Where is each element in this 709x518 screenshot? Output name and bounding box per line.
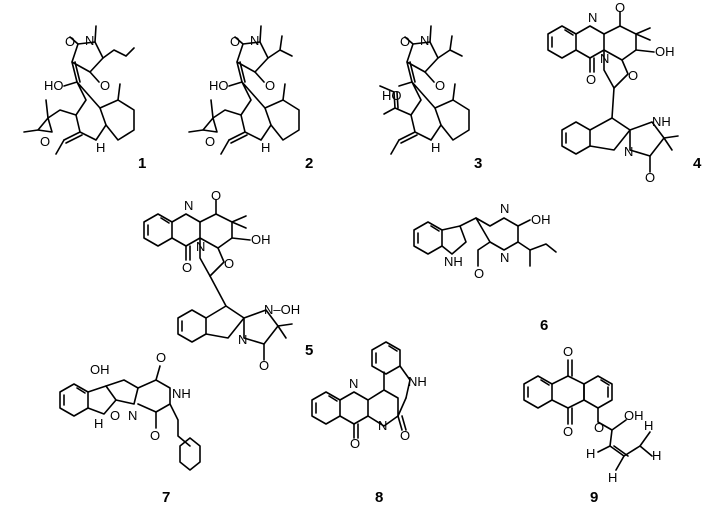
compound-5-atom-n-oh: N–OH: [264, 302, 300, 317]
compound-4-atom-n: N: [588, 10, 597, 25]
compound-5-label: 5: [305, 342, 313, 359]
compound-2-label: 2: [305, 155, 313, 172]
compound-4-atom-o: O: [645, 170, 655, 185]
compound-5-atom-o: O: [182, 260, 192, 275]
compound-7-atom-h: H: [94, 416, 103, 431]
compound-9-atom-h: H: [586, 446, 595, 461]
compound-9-atom-h: H: [652, 448, 661, 463]
compound-6-atom-n: N: [500, 201, 509, 216]
compound-1-structure: O N O HO O H 1: [23, 25, 146, 172]
compound-6-structure: NH N OH N O 6: [413, 201, 557, 334]
compound-3-atom-n: N: [420, 33, 429, 48]
compound-7-atom-oh: OH: [90, 362, 110, 377]
compound-7-atom-n: N: [128, 408, 137, 423]
compound-3-atom-o: O: [435, 78, 445, 93]
compound-6-atom-nh: NH: [444, 254, 463, 269]
compound-5-atom-o: O: [224, 256, 234, 271]
compound-7-atom-o: O: [156, 350, 166, 365]
compound-9-atom-o: O: [563, 424, 573, 439]
compound-8-atom-o: O: [400, 428, 410, 443]
compound-3-structure: O N O HO H 3: [379, 25, 482, 172]
compound-8-atom-n: N: [378, 418, 387, 433]
compound-2-atom-o: O: [205, 134, 215, 149]
compound-4-structure: N O O N OH O NH N O 4: [547, 0, 702, 185]
compound-2-atom-h: H: [261, 140, 270, 155]
compound-4-label: 4: [693, 155, 702, 172]
compound-2-atom-ho: HO: [209, 78, 229, 93]
compound-7-label: 7: [162, 489, 170, 506]
compound-5-atom-o: O: [211, 188, 221, 203]
compound-8-atom-o: O: [350, 436, 360, 451]
compound-5-atom-o: O: [259, 358, 269, 373]
compound-4-atom-oh: OH: [655, 44, 675, 59]
compound-9-structure: O O O OH H H H H 9: [523, 344, 661, 506]
compound-9-atom-h: H: [644, 418, 653, 433]
compound-1-label: 1: [138, 155, 146, 172]
compound-3-atom-h: H: [431, 140, 440, 155]
compound-9-label: 9: [590, 489, 598, 506]
compound-5-atom-n: N: [238, 332, 247, 347]
compound-1-atom-ho: HO: [44, 78, 64, 93]
compound-8-structure: N O N NH O 8: [311, 341, 427, 506]
compound-1-atom-o: O: [40, 134, 50, 149]
compound-4-atom-n: N: [600, 51, 609, 66]
compound-9-atom-oh: OH: [624, 408, 644, 423]
compound-4-atom-o: O: [586, 72, 596, 87]
compound-4-atom-o: O: [628, 68, 638, 83]
compound-2-atom-o: O: [230, 34, 240, 49]
compound-7-atom-o: O: [110, 408, 120, 423]
compound-4-atom-n: N: [624, 144, 633, 159]
compound-3-atom-o: O: [400, 34, 410, 49]
compound-2-atom-o: O: [265, 78, 275, 93]
compound-3-atom-ho: HO: [382, 88, 402, 103]
compound-6-atom-o: O: [474, 266, 484, 281]
compound-3-label: 3: [474, 155, 482, 172]
compound-2-structure: O N O HO O H 2: [188, 25, 313, 172]
compound-8-atom-n: N: [349, 376, 358, 391]
compound-5-structure: N O O N OH O N–OH N O 5: [143, 188, 313, 373]
compound-9-atom-o: O: [594, 420, 604, 435]
compound-4-atom-nh: NH: [652, 114, 671, 129]
compound-6-atom-oh: OH: [531, 212, 551, 227]
compound-1-atom-n: N: [85, 33, 94, 48]
compound-4-atom-o: O: [615, 0, 625, 15]
compound-2-atom-n: N: [250, 33, 259, 48]
compound-7-atom-o: O: [150, 428, 160, 443]
compound-7-atom-nh: NH: [172, 386, 191, 401]
compound-5-atom-n: N: [196, 239, 205, 254]
compound-5-atom-n: N: [184, 198, 193, 213]
compound-1-atom-h: H: [96, 140, 105, 155]
compound-9-atom-o: O: [563, 344, 573, 359]
compound-7-structure: OH H O N NH O O 7: [59, 350, 201, 506]
compound-6-atom-n: N: [500, 250, 509, 265]
compound-1-atom-o: O: [100, 78, 110, 93]
compound-8-atom-nh: NH: [408, 374, 427, 389]
compound-8-label: 8: [375, 489, 383, 506]
compound-5-atom-oh: OH: [251, 232, 271, 247]
compound-9-atom-h: H: [608, 470, 617, 485]
compound-1-atom-o: O: [65, 34, 75, 49]
compound-6-label: 6: [540, 317, 548, 334]
